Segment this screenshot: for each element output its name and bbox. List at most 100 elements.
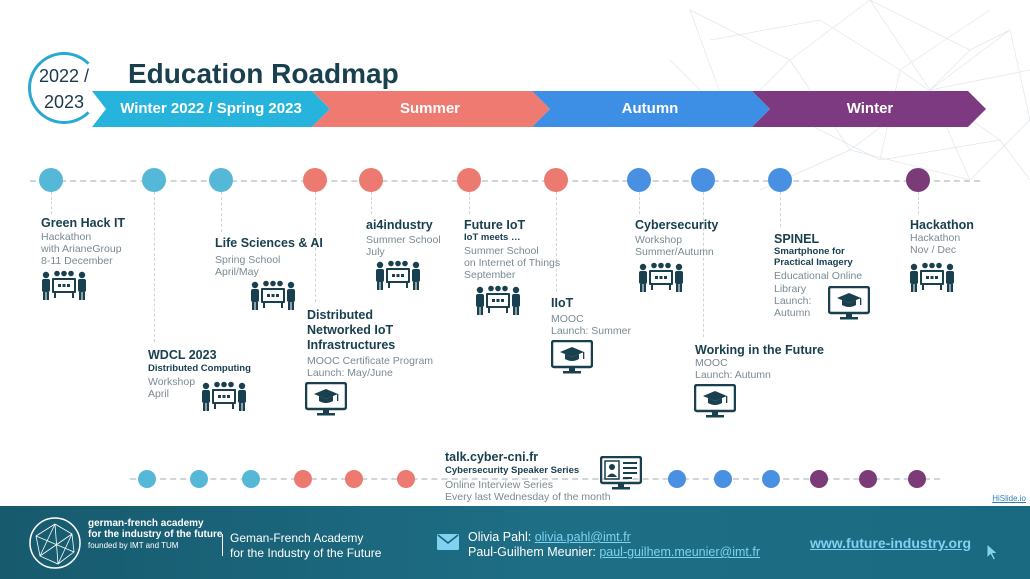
connector [371, 192, 372, 214]
event-title-distributed-iot: Distributed [307, 308, 373, 322]
event-text: MOOC [551, 313, 584, 325]
event-text: July [366, 246, 385, 258]
event-subtitle-talk: Cybersecurity Speaker Series [445, 465, 580, 476]
year-bottom: 2023 [43, 92, 85, 112]
series-dot [294, 470, 312, 488]
event-text: Workshop [635, 234, 683, 246]
monitor-graduation-icon [305, 382, 347, 416]
season-arrow-winter-spring [92, 91, 330, 127]
event-text: Hackathon [910, 232, 961, 244]
connector [154, 192, 155, 342]
event-text: Autumn [774, 307, 811, 319]
event-title-cybersecurity: Cybersecurity [635, 218, 719, 232]
team-icon [908, 262, 956, 292]
timeline-dot-wdcl [142, 168, 166, 192]
monitor-graduation-icon [828, 286, 870, 320]
event-title-hackathon: Hackathon [910, 218, 974, 232]
connector [315, 192, 316, 302]
connector [703, 192, 704, 337]
event-subtitle-spinel-2: Practical Imagery [774, 257, 853, 268]
event-title-spinel: SPINEL [774, 232, 820, 246]
team-icon [374, 260, 422, 290]
email-link-paul[interactable]: paul-guilhem.meunier@imt.fr [599, 545, 760, 559]
year-badge [28, 52, 100, 124]
team-icon [249, 280, 297, 310]
event-title-distributed-iot-3: Infrastructures [307, 338, 396, 352]
email-link-olivia[interactable]: olivia.pahl@imt.fr [534, 530, 631, 544]
event-title-future-iot: Future IoT [464, 218, 526, 232]
hislide-link[interactable]: HiSlide.io [992, 494, 1026, 503]
series-dot [242, 470, 260, 488]
event-text: April [148, 388, 170, 400]
logo-line2: for the industry of the future [88, 529, 223, 540]
page-title: Education Roadmap [128, 58, 399, 89]
season-bar [92, 91, 986, 127]
season-label-autumn: Autumn [621, 100, 679, 117]
event-title-working-future: Working in the Future [695, 343, 824, 357]
event-text: Online Interview Series [445, 479, 553, 491]
event-text: Summer/Autumn [635, 246, 714, 258]
event-subtitle-future-iot: IoT meets … [464, 232, 521, 243]
event-text: Launch: [774, 295, 812, 307]
logo-line3: founded by IMT and TUM [88, 541, 179, 550]
series-dot [859, 470, 877, 488]
event-text: Launch: Summer [551, 325, 631, 337]
logo-line1: german-french academy [88, 518, 204, 529]
series-dot [190, 470, 208, 488]
event-subtitle-wdcl: Distributed Computing [148, 363, 251, 374]
event-text: April/May [215, 266, 259, 278]
contact-name: Paul-Guilhem Meunier: [468, 545, 600, 559]
cursor-icon [986, 543, 999, 561]
speaker-series-timeline [130, 478, 940, 480]
video-call-icon [600, 456, 642, 490]
series-dot [810, 470, 828, 488]
event-text: Every last Wednesday of the month [445, 491, 611, 503]
contact-paul: Paul-Guilhem Meunier: paul-guilhem.meuni… [468, 545, 760, 560]
event-title-life-sciences: Life Sciences & AI [215, 236, 323, 250]
website-link[interactable]: www.future-industry.org [810, 535, 971, 551]
event-text: 8-11 December [41, 255, 113, 267]
footer-divider [222, 534, 223, 556]
series-dot [908, 470, 926, 488]
connector [556, 192, 557, 292]
season-arrow-autumn [532, 91, 770, 127]
year-top: 2022 / [38, 66, 90, 86]
event-text: Workshop [148, 376, 196, 388]
series-dot [138, 470, 156, 488]
timeline-dot-life-sciences [209, 168, 233, 192]
timeline-dot-ai4industry [359, 168, 383, 192]
timeline-dot-spinel [768, 168, 792, 192]
event-text: MOOC [695, 357, 728, 369]
event-text: Library [774, 283, 807, 295]
event-title-iiot: IIoT [551, 296, 574, 310]
team-icon [637, 262, 685, 292]
academy-name-line1: Geman-French Academy [230, 531, 364, 545]
event-text: Educational Online [774, 270, 863, 282]
event-text: Nov / Dec [910, 244, 957, 256]
team-icon [200, 381, 248, 411]
event-text: Launch: May/June [307, 367, 393, 379]
connector [221, 192, 222, 232]
mail-icon [437, 534, 459, 550]
event-text: Hackathon [41, 231, 92, 243]
event-text: Launch: Autumn [695, 369, 771, 381]
main-timeline [30, 180, 980, 182]
timeline-dot-future-iot [457, 168, 481, 192]
series-dot [397, 470, 415, 488]
timeline-dot-green-hack [39, 168, 63, 192]
season-label-winter: Winter [846, 100, 894, 117]
series-dot [762, 470, 780, 488]
timeline-dot-hackathon [906, 168, 930, 192]
timeline-dot-cybersecurity [627, 168, 651, 192]
series-dot [345, 470, 363, 488]
connector [639, 192, 640, 214]
monitor-graduation-icon [694, 384, 736, 418]
contact-name: Olivia Pahl: [468, 530, 535, 544]
event-text: Spring School [215, 254, 281, 266]
season-arrow-winter [752, 91, 986, 127]
timeline-dot-iiot [544, 168, 568, 192]
series-dot [668, 470, 686, 488]
timeline-dot-working-future [691, 168, 715, 192]
event-text: with ArianeGroup [41, 243, 122, 255]
team-icon [474, 285, 522, 315]
